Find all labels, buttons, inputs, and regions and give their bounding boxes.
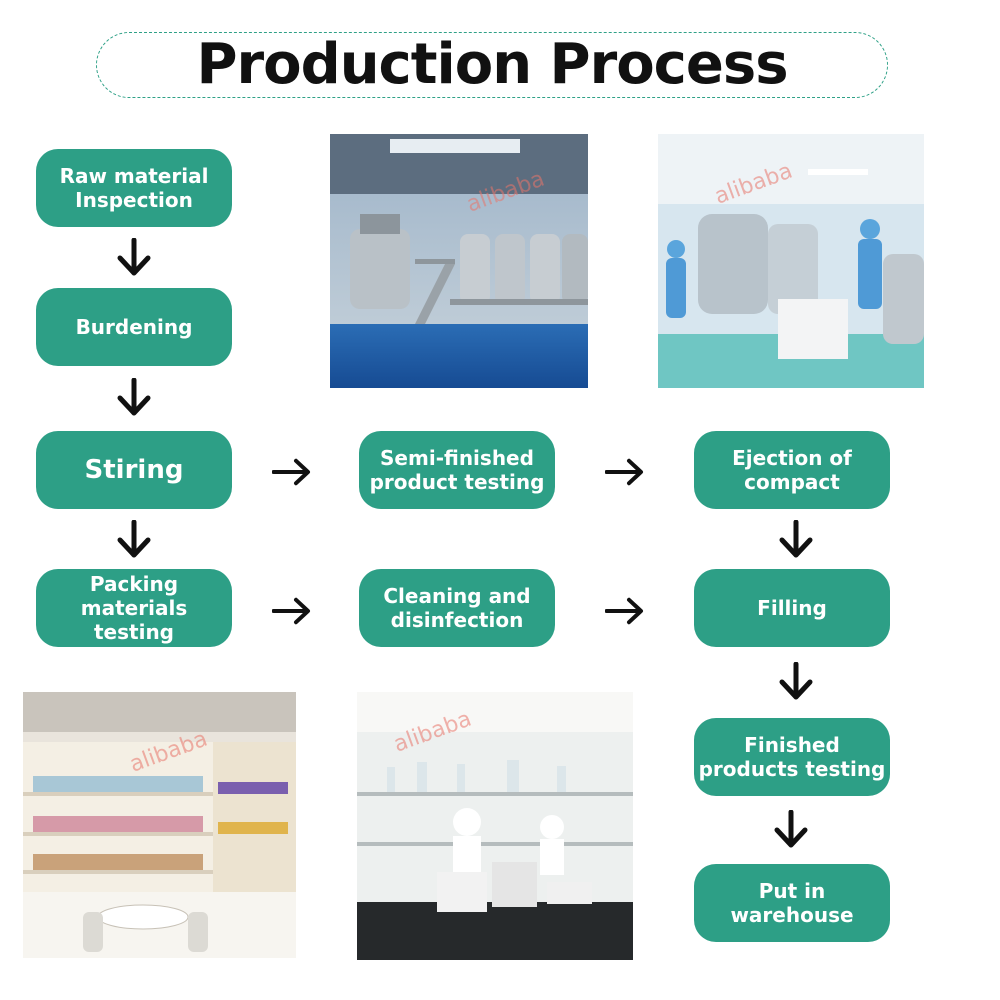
arrow-right-icon (272, 597, 310, 625)
arrow-down-icon (117, 378, 151, 416)
step-raw-material-inspection: Raw material Inspection (36, 149, 232, 227)
step-filling: Filling (694, 569, 890, 647)
arrow-right-icon (605, 458, 643, 486)
step-put-in-warehouse: Put in warehouse (694, 864, 890, 942)
step-stiring: Stiring (36, 431, 232, 509)
arrow-right-icon (605, 597, 643, 625)
arrow-down-icon (117, 238, 151, 276)
sample-room-photo: alibaba (23, 692, 296, 958)
title-banner: Production Process (96, 32, 888, 98)
step-finished-products-testing: Finished products testing (694, 718, 890, 796)
laboratory-photo: alibaba (357, 692, 633, 960)
factory-photo-workers: alibaba (658, 134, 924, 388)
step-packing-materials-testing: Packing materials testing (36, 569, 232, 647)
step-semi-finished-product-testing: Semi-finished product testing (359, 431, 555, 509)
arrow-right-icon (272, 458, 310, 486)
step-burdening: Burdening (36, 288, 232, 366)
page-title: Production Process (196, 32, 788, 97)
factory-photo-mixing-tanks: alibaba (330, 134, 588, 388)
arrow-down-icon (779, 662, 813, 700)
arrow-down-icon (117, 520, 151, 558)
arrow-down-icon (774, 810, 808, 848)
arrow-down-icon (779, 520, 813, 558)
step-ejection-of-compact: Ejection of compact (694, 431, 890, 509)
step-cleaning-and-disinfection: Cleaning and disinfection (359, 569, 555, 647)
